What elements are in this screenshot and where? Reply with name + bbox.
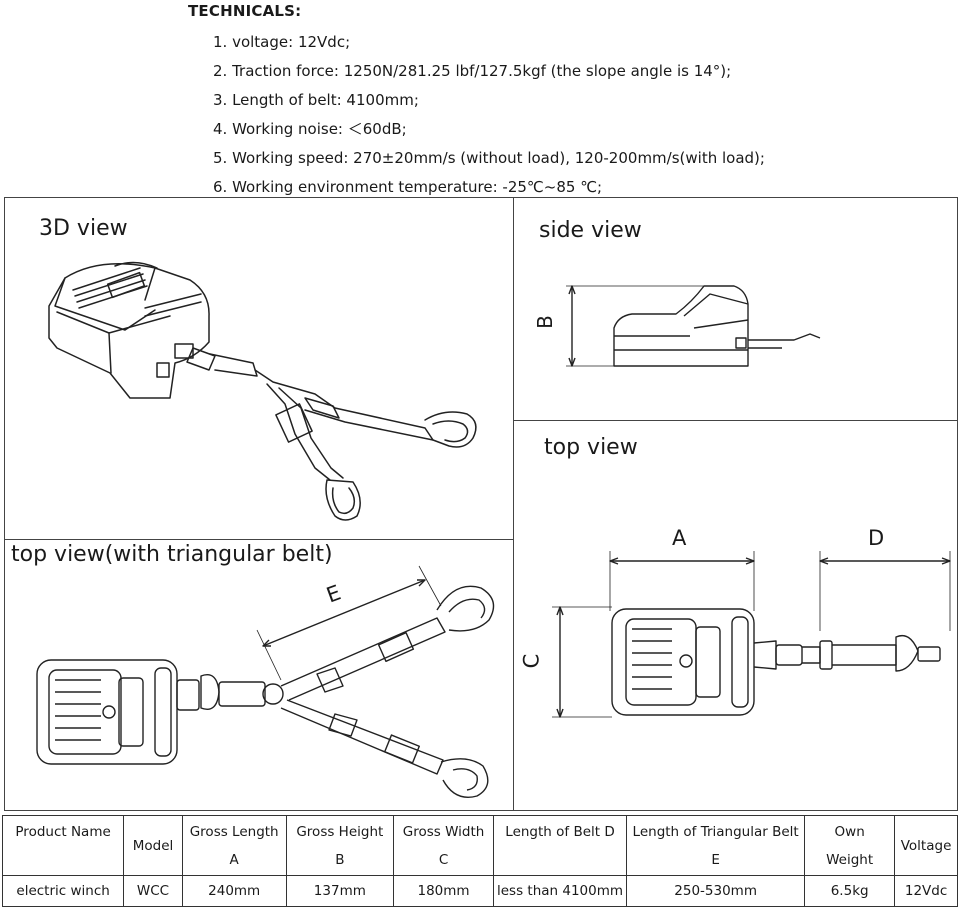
winch-triangular-drawing [36,565,495,798]
dimension-a-label: A [672,526,687,550]
header-gross-length-text: Gross Length [189,823,279,840]
panel-top-view: top view A D C [513,420,958,811]
winch-side-drawing [566,285,821,367]
panel-top-view-title: top view [544,435,638,460]
tech-item-noise: 4. Working noise: ＜60dB; [213,120,407,138]
header-gross-width-letter: C [438,851,449,868]
tech-item-speed: 5. Working speed: 270±20mm/s (without lo… [213,149,765,167]
spec-table-row: electric winch WCC 240mm 137mm 180mm les… [1,875,958,907]
header-voltage: Voltage [894,815,958,876]
header-triangular-belt-letter: E [711,851,720,868]
header-model: Model [123,815,183,876]
cell-triangular-belt: 250-530mm [626,875,806,907]
tech-item-traction-force: 2. Traction force: 1250N/281.25 lbf/127.… [213,62,732,80]
header-product-name: Product Name [1,815,125,876]
header-model-text: Model [132,837,174,854]
tech-item-voltage: 1. voltage: 12Vdc; [213,33,351,51]
header-product-name-text: Product Name [15,824,111,840]
header-belt-length-text: Length of Belt D [505,824,615,840]
header-voltage-text: Voltage [900,837,952,854]
technicals-title: TECHNICALS: [188,2,302,20]
header-gross-length-letter: A [229,851,239,868]
panel-3d-view: 3D view [4,197,514,540]
cell-model: WCC [123,875,183,907]
cell-product-name: electric winch [1,875,125,907]
panel-side-view-title: side view [539,218,642,243]
cell-own-weight: 6.5kg [804,875,896,907]
panel-side-view: side view B [513,197,958,421]
cell-gross-width: 180mm [393,875,494,907]
header-belt-length: Length of Belt D [492,815,628,876]
winch-3d-drawing [48,261,477,521]
tech-item-temperature: 6. Working environment temperature: -25℃… [213,178,603,196]
header-gross-width-text: Gross Width [402,823,485,840]
header-gross-height-text: Gross Height [296,823,384,840]
cell-gross-length: 240mm [181,875,287,907]
tech-item-belt-length: 3. Length of belt: 4100mm; [213,91,419,109]
panel-3d-view-title: 3D view [39,216,128,241]
dimension-d-label: D [868,526,885,550]
header-own-weight-line1: Own [834,823,865,840]
cell-belt-length: less than 4100mm [492,875,628,907]
cell-gross-height: 137mm [285,875,395,907]
winch-top-drawing [552,551,951,718]
technicals-list: 1. voltage: 12Vdc; 2. Traction force: 12… [213,28,765,202]
header-own-weight-line2: Weight [826,851,874,868]
cell-voltage: 12Vdc [894,875,958,907]
panel-triangular-view: top view(with triangular belt) E [4,539,514,811]
header-triangular-belt-text: Length of Triangular Belt [632,823,799,840]
panel-triangular-view-title: top view(with triangular belt) [11,542,333,567]
header-gross-height-letter: B [335,851,345,868]
